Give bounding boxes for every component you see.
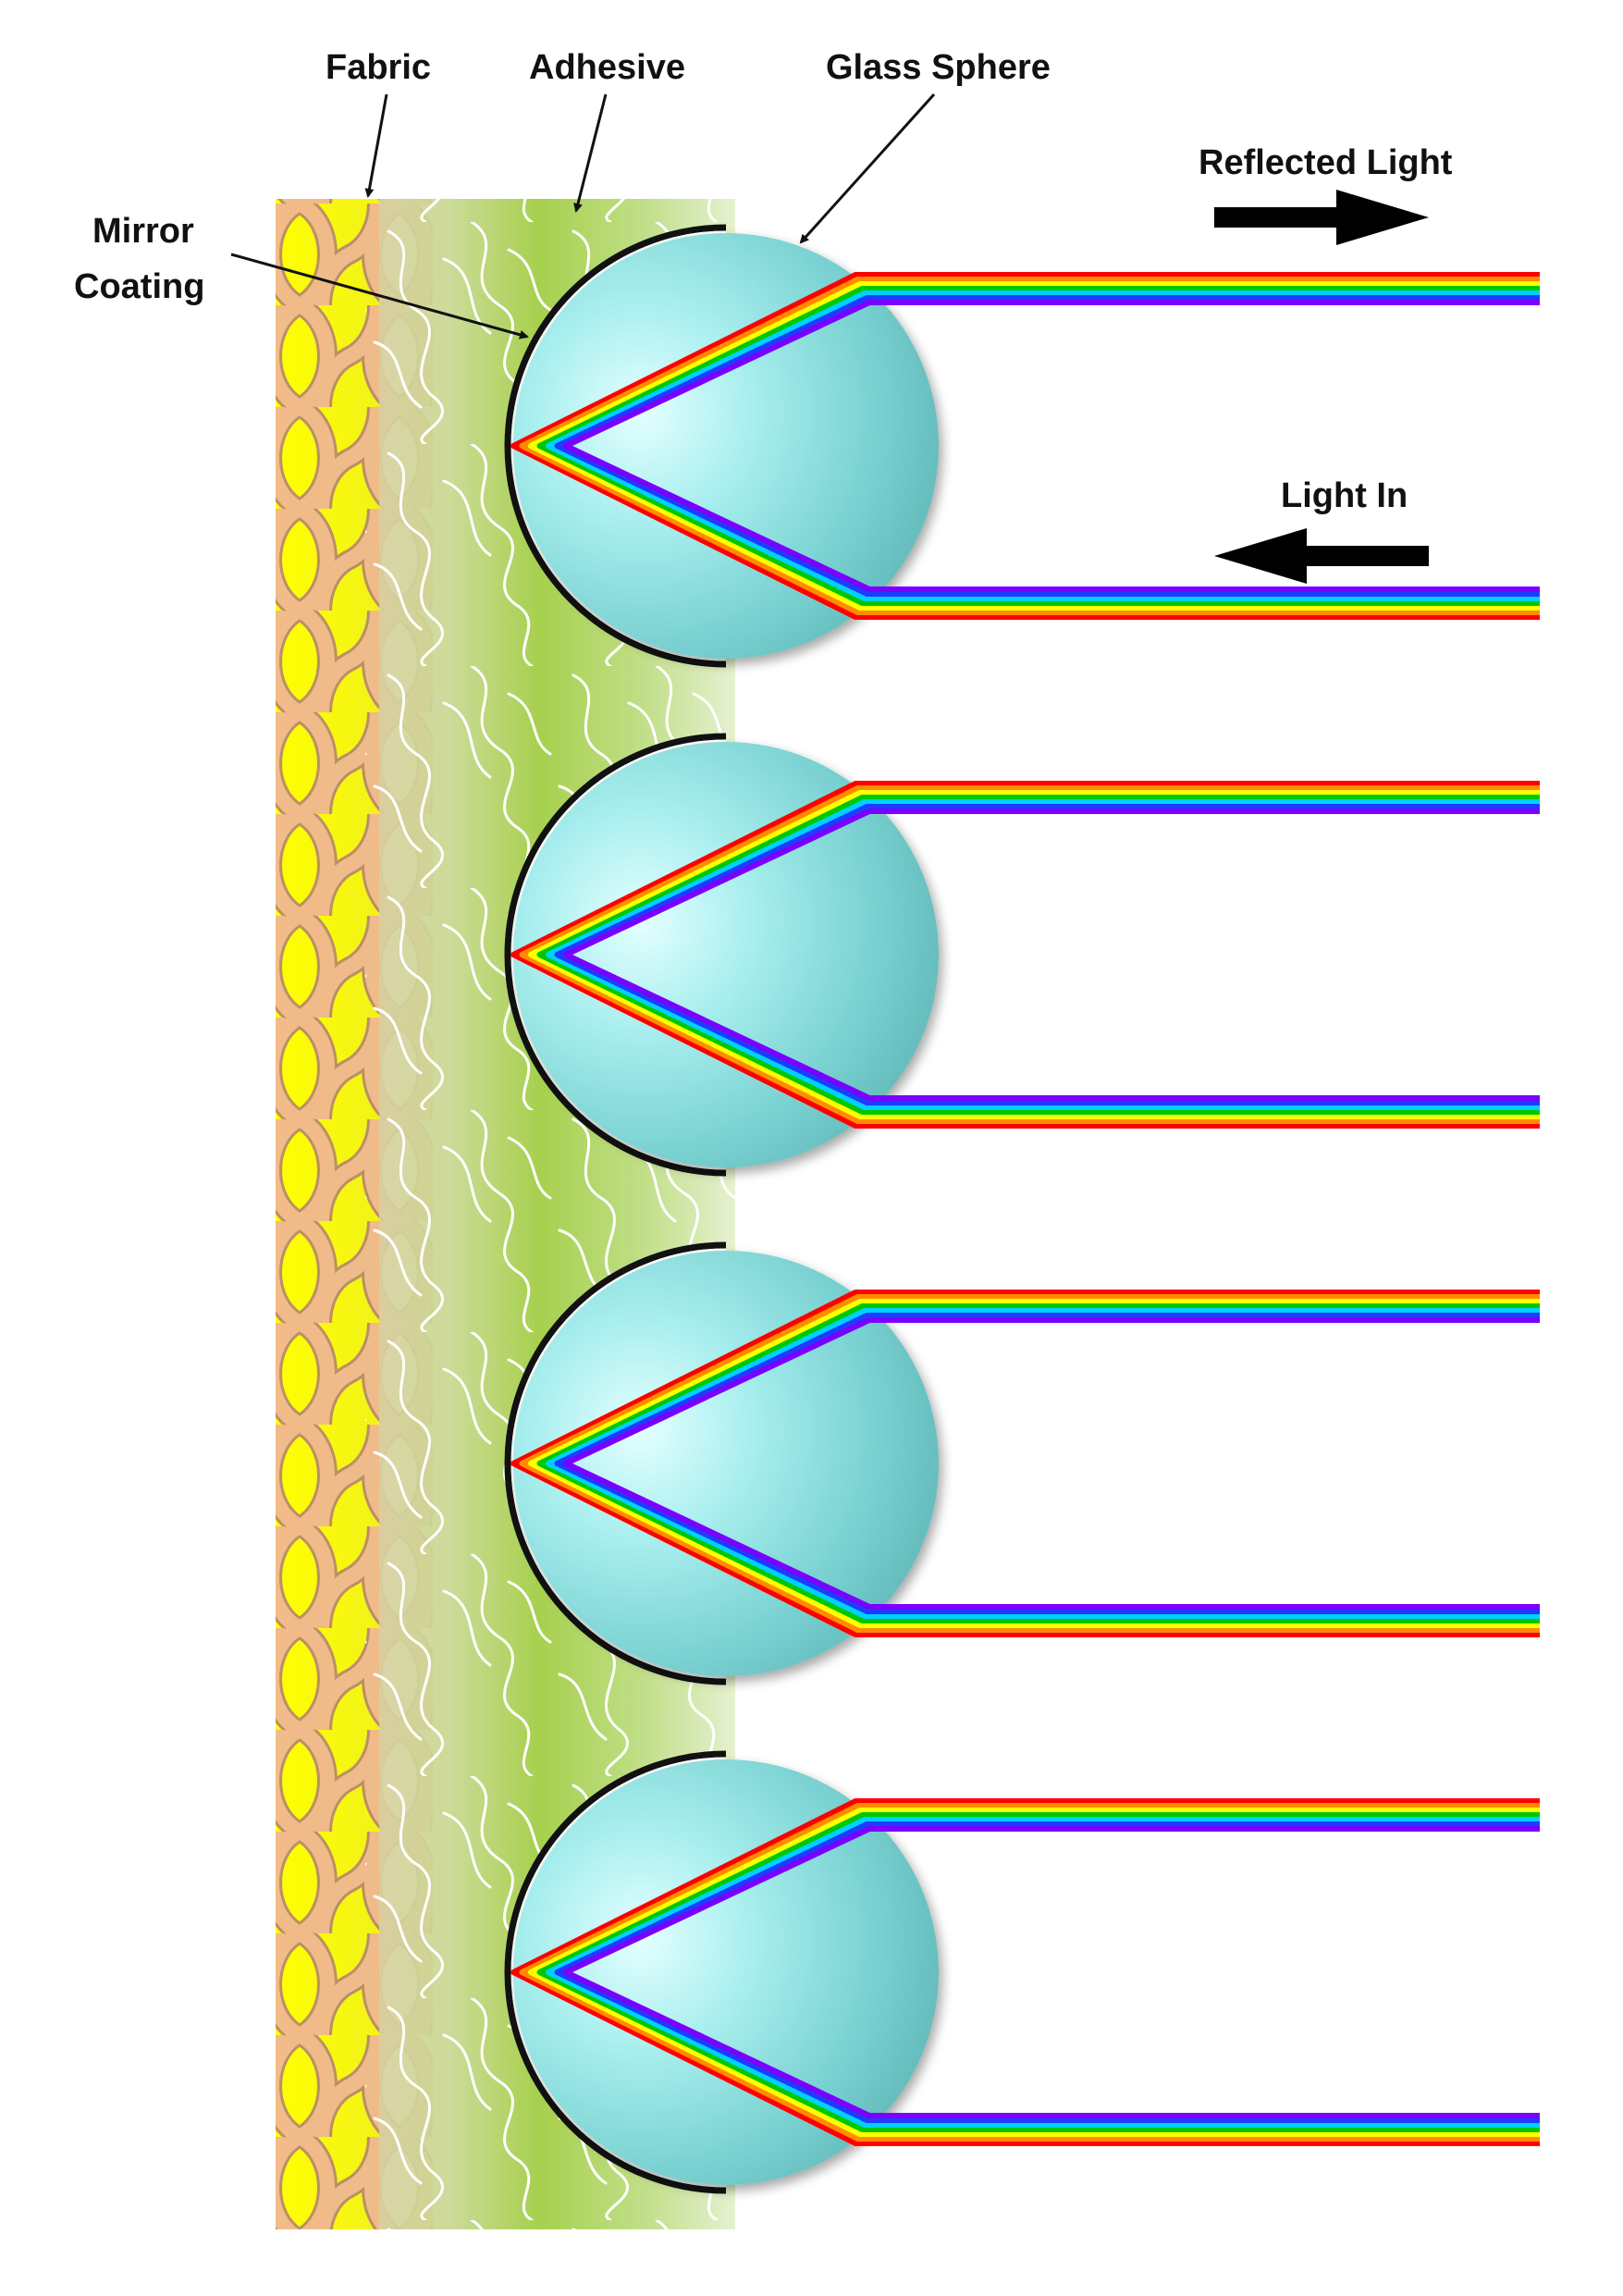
glass-sphere-label: Glass Sphere	[826, 48, 1051, 87]
light-band	[528, 1299, 1540, 1628]
light-band	[554, 1313, 1540, 1614]
light-band	[563, 1317, 1540, 1610]
light-rays	[510, 272, 1540, 2146]
mirror-coating-pointer	[230, 253, 529, 339]
mirror-coating	[504, 224, 727, 668]
adhesive-pointer	[573, 93, 608, 213]
light-band	[546, 1817, 1540, 2128]
light-band	[536, 1812, 1540, 2132]
light-band	[519, 1294, 1540, 1633]
light-band	[510, 272, 1540, 620]
light-band	[519, 785, 1540, 1124]
mirror-coating	[504, 733, 727, 1177]
light-band	[536, 795, 1540, 1115]
light-band	[563, 1826, 1540, 2118]
light-band	[554, 1821, 1540, 2123]
light-band	[510, 1290, 1540, 1637]
mirror-coating	[504, 1241, 727, 1685]
light-band	[563, 809, 1540, 1101]
light-band	[528, 790, 1540, 1119]
light-band	[536, 1303, 1540, 1623]
glass-sphere	[513, 742, 939, 1167]
light-path	[510, 272, 1540, 620]
fabric-pointer	[364, 93, 388, 198]
light-band	[519, 1803, 1540, 2142]
light-band	[563, 300, 1540, 592]
glass-sphere	[513, 1251, 939, 1676]
pointer-lines	[230, 93, 936, 339]
reflected-light-label: Reflected Light	[1199, 143, 1453, 182]
light-band	[510, 781, 1540, 1129]
glass-spheres	[504, 224, 939, 2194]
light-band	[528, 281, 1540, 611]
light-band	[519, 277, 1540, 615]
arrow-left-icon	[1214, 528, 1429, 584]
labels: Fabric Adhesive Glass Sphere Mirror Coat…	[74, 48, 1453, 515]
light-in-label: Light In	[1281, 476, 1408, 515]
mirror-coating-label-line2: Coating	[74, 267, 204, 306]
adhesive-label: Adhesive	[529, 48, 685, 87]
mirror-coating-label-line1: Mirror	[92, 212, 194, 251]
light-band	[554, 295, 1540, 597]
glass-sphere	[513, 1759, 939, 2185]
glass-sphere-pointer	[799, 93, 936, 244]
light-band	[536, 286, 1540, 606]
light-band	[554, 804, 1540, 1105]
mirror-coating	[504, 1750, 727, 2194]
light-band	[510, 1798, 1540, 2146]
light-path	[510, 1290, 1540, 1637]
light-band	[546, 290, 1540, 601]
light-band	[546, 1308, 1540, 1619]
light-band	[546, 799, 1540, 1110]
light-path	[510, 781, 1540, 1129]
glass-sphere	[513, 233, 939, 659]
light-band	[528, 1808, 1540, 2137]
fabric-label: Fabric	[326, 48, 431, 87]
light-path	[510, 1798, 1540, 2146]
arrow-right-icon	[1214, 190, 1429, 245]
